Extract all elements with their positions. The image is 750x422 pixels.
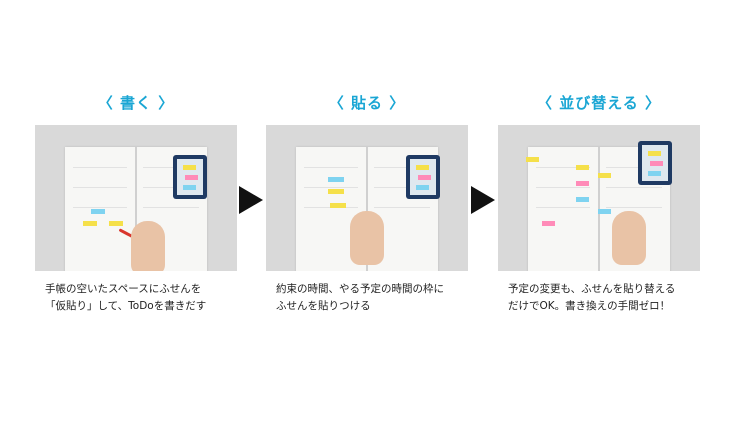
photo-write	[35, 125, 237, 271]
caption-write: 手帳の空いたスペースにふせんを 「仮貼り」して、ToDoを書きだす	[45, 283, 207, 312]
sticky-note	[576, 181, 589, 186]
photo-stick	[266, 125, 468, 271]
sticky-note	[576, 197, 589, 202]
sticky-note	[598, 209, 611, 214]
sticky-note-case	[173, 155, 207, 199]
step-write: 〈 書く 〉 手帳の空いたスペースにふせんを 「仮貼り」して、ToDoを書きだす	[35, 92, 237, 312]
hand	[612, 211, 646, 265]
step-title-rearrange: 〈 並び替える 〉	[537, 94, 661, 112]
step-rearrange: 〈 並び替える 〉 予定の変更も、ふせんを貼り替える だけでOK。書き換えの手間…	[498, 92, 700, 312]
step-stick: 〈 貼る 〉 約束の時間、やる予定の時間の枠に ふせんを貼りつける	[266, 92, 468, 312]
sticky-note-case	[638, 141, 672, 185]
arrow-next	[239, 186, 263, 214]
sticky-note-case	[406, 155, 440, 199]
sticky-note	[328, 177, 344, 182]
sticky-note	[598, 173, 611, 178]
photo-rearrange	[498, 125, 700, 271]
hand	[131, 221, 165, 271]
step-title-stick: 〈 貼る 〉	[328, 94, 406, 112]
step-title-write: 〈 書く 〉	[97, 94, 175, 112]
sticky-note	[109, 221, 123, 226]
sticky-note	[328, 189, 344, 194]
caption-stick: 約束の時間、やる予定の時間の枠に ふせんを貼りつける	[276, 283, 444, 312]
sticky-note	[576, 165, 589, 170]
sticky-note	[542, 221, 555, 226]
caption-rearrange: 予定の変更も、ふせんを貼り替える だけでOK。書き換えの手間ゼロ！	[508, 283, 676, 312]
arrow-next	[471, 186, 495, 214]
sticky-note	[91, 209, 105, 214]
sticky-note	[526, 157, 539, 162]
sticky-note	[330, 203, 346, 208]
hand	[350, 211, 384, 265]
sticky-note	[83, 221, 97, 226]
